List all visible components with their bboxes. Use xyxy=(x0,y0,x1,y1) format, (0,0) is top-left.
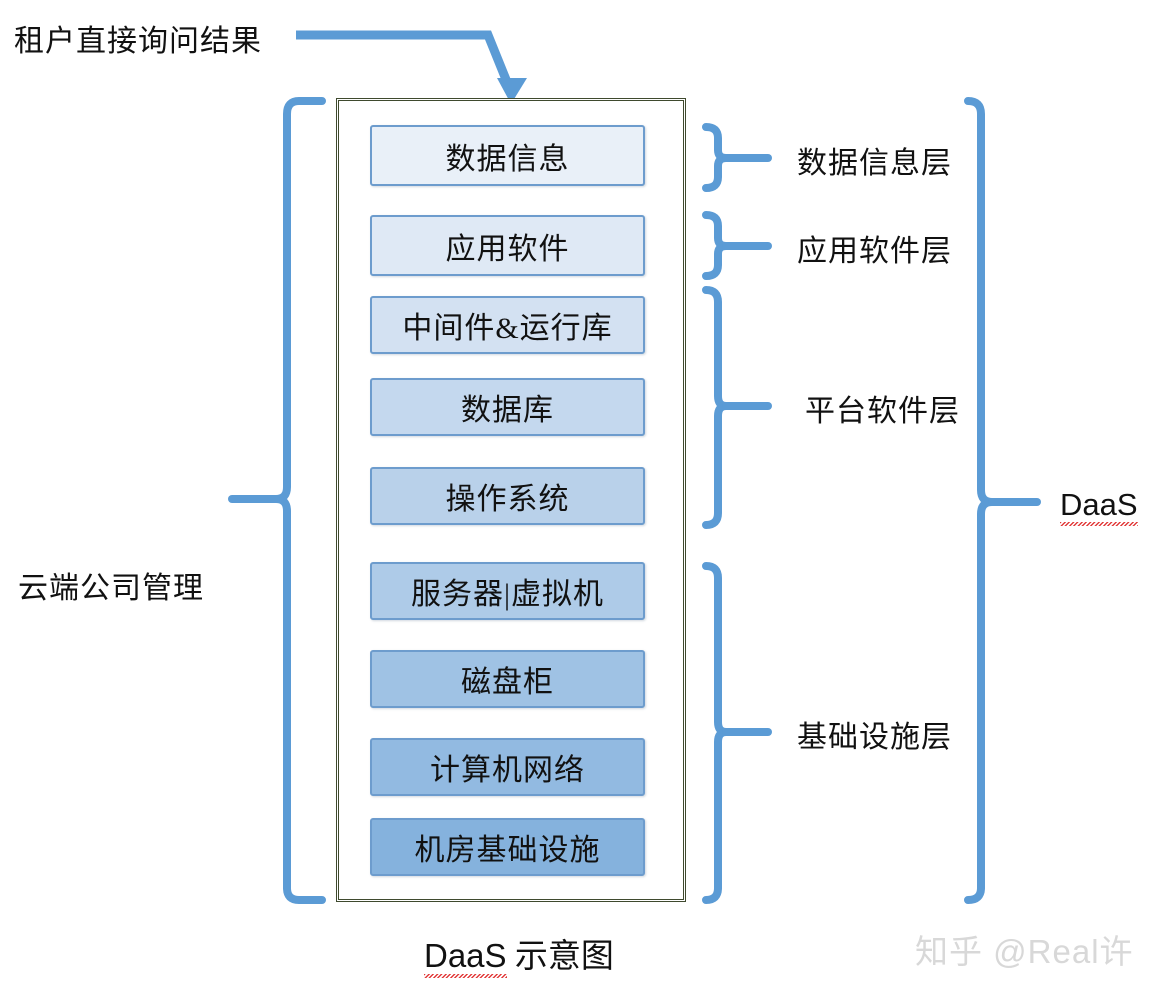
layer-bracket-app xyxy=(702,211,772,280)
layer-box-computer-network[interactable]: 计算机网络 xyxy=(370,738,645,796)
group-label-application-software-layer: 应用软件层 xyxy=(797,235,952,268)
caption-latin: DaaS xyxy=(424,937,507,978)
daas-text: DaaS xyxy=(1060,487,1138,526)
layer-box-operating-system[interactable]: 操作系统 xyxy=(370,467,645,525)
layer-box-label: 计算机网络 xyxy=(430,754,585,787)
figure-caption: DaaS 示意图 xyxy=(424,929,614,978)
layer-box-disk-array[interactable]: 磁盘柜 xyxy=(370,650,645,708)
zhihu-watermark: 知乎 @Real许 xyxy=(915,933,1134,970)
layer-box-label: 应用软件 xyxy=(445,232,570,266)
layer-box-middleware-runtime[interactable]: 中间件&运行库 xyxy=(370,296,645,354)
layer-box-application-software[interactable]: 应用软件 xyxy=(370,215,645,276)
tenant-query-arrow xyxy=(296,30,527,104)
layer-bracket-platform xyxy=(702,286,772,529)
layer-box-label: 操作系统 xyxy=(445,483,570,516)
layer-box-label: 磁盘柜 xyxy=(461,666,554,699)
layer-box-label: 服务器|虚拟机 xyxy=(410,578,604,611)
layer-box-data-info[interactable]: 数据信息 xyxy=(370,125,645,186)
layer-box-label: 数据库 xyxy=(461,394,554,427)
layer-bracket-data xyxy=(702,123,772,192)
group-label-data-info-layer: 数据信息层 xyxy=(797,147,952,180)
annotation-daas: DaaS xyxy=(1060,487,1138,526)
daas-brace xyxy=(964,97,1041,904)
layer-box-label: 机房基础设施 xyxy=(414,834,601,867)
caption-cjk: 示意图 xyxy=(506,939,614,975)
layer-box-label: 中间件&运行库 xyxy=(402,312,613,345)
annotation-tenant-query: 租户直接询问结果 xyxy=(14,25,262,58)
annotation-cloud-company: 云端公司管理 xyxy=(18,572,204,605)
layer-box-label: 数据信息 xyxy=(445,142,570,176)
layer-box-datacenter-facility[interactable]: 机房基础设施 xyxy=(370,818,645,876)
cloud-company-brace xyxy=(228,97,326,904)
layer-box-server-vm[interactable]: 服务器|虚拟机 xyxy=(370,562,645,620)
layer-box-database[interactable]: 数据库 xyxy=(370,378,645,436)
group-label-platform-software-layer: 平台软件层 xyxy=(805,395,960,428)
group-label-infrastructure-layer: 基础设施层 xyxy=(797,721,952,754)
layer-bracket-infra xyxy=(702,562,772,904)
